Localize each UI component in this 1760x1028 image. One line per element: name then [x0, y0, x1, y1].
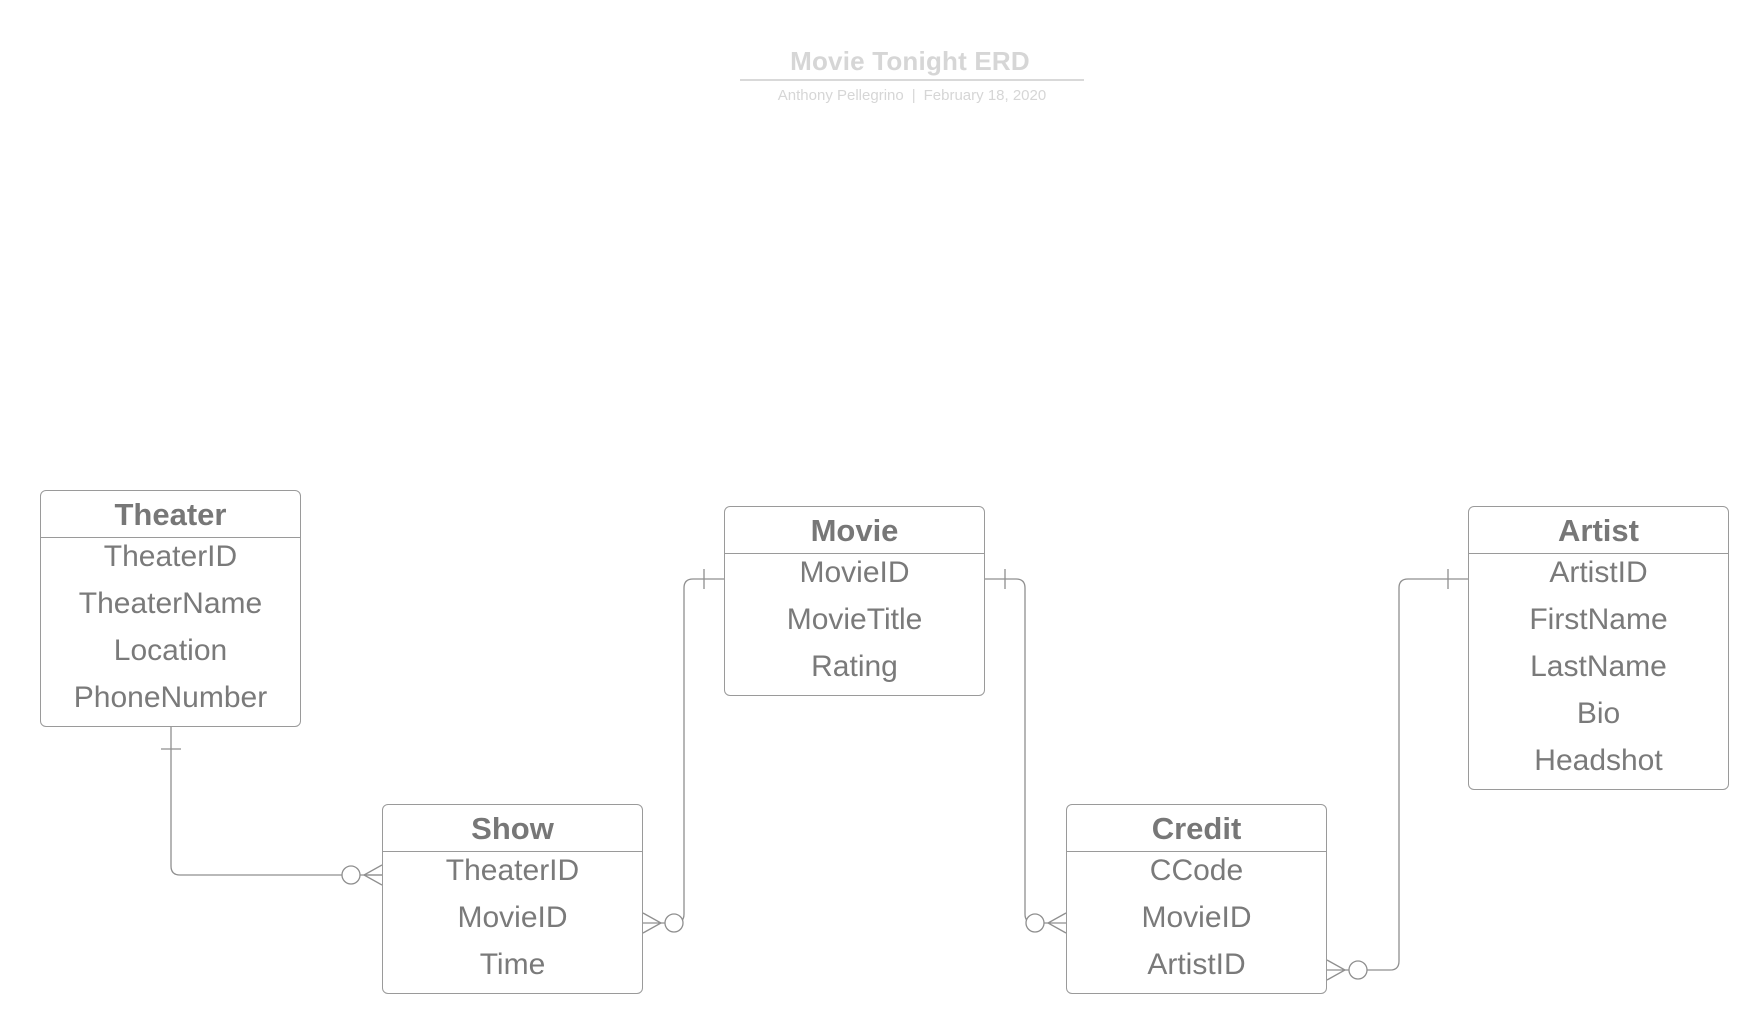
relationship-movie-show	[642, 569, 724, 934]
title-underline	[740, 79, 1084, 81]
attribute-theatername: TheaterName	[78, 587, 263, 620]
entity-movie[interactable]: Movie MovieID MovieTitle Rating	[724, 506, 985, 696]
attribute-rating: Rating	[811, 650, 898, 683]
entity-title: Movie	[725, 507, 984, 554]
entity-theater[interactable]: Theater TheaterID TheaterName Location P…	[40, 490, 301, 727]
diagram-subtitle: Anthony Pellegrino | February 18, 2020	[700, 87, 1124, 104]
attribute-movietitle: MovieTitle	[786, 603, 923, 636]
attribute-movieid: MovieID	[457, 901, 568, 934]
attribute-list: ArtistID FirstName LastName Bio Headshot	[1469, 554, 1728, 789]
relationship-theater-show	[161, 727, 383, 886]
attribute-list: TheaterID TheaterName Location PhoneNumb…	[41, 538, 300, 726]
attribute-list: MovieID MovieTitle Rating	[725, 554, 984, 695]
attribute-firstname: FirstName	[1529, 603, 1668, 636]
attribute-movieid: MovieID	[1141, 901, 1252, 934]
entity-title: Show	[383, 805, 642, 852]
entity-title: Credit	[1067, 805, 1326, 852]
entity-artist[interactable]: Artist ArtistID FirstName LastName Bio H…	[1468, 506, 1729, 790]
attribute-ccode: CCode	[1149, 854, 1244, 887]
attribute-list: CCode MovieID ArtistID	[1067, 852, 1326, 993]
diagram-date: February 18, 2020	[923, 87, 1047, 104]
attribute-lastname: LastName	[1530, 650, 1667, 683]
relationship-movie-credit	[985, 569, 1067, 934]
entity-title: Theater	[41, 491, 300, 538]
diagram-title: Movie Tonight ERD	[790, 46, 1030, 76]
entity-credit[interactable]: Credit CCode MovieID ArtistID	[1066, 804, 1327, 994]
attribute-theaterid: TheaterID	[103, 540, 238, 573]
attribute-location: Location	[113, 634, 228, 667]
attribute-headshot: Headshot	[1534, 744, 1663, 777]
attribute-artistid: ArtistID	[1147, 948, 1246, 981]
author-name: Anthony Pellegrino	[777, 87, 904, 104]
attribute-movieid: MovieID	[799, 556, 910, 589]
relationship-artist-credit	[1326, 569, 1468, 981]
entity-title: Artist	[1469, 507, 1728, 554]
attribute-time: Time	[479, 948, 546, 981]
attribute-theaterid: TheaterID	[445, 854, 580, 887]
attribute-artistid: ArtistID	[1549, 556, 1648, 589]
attribute-bio: Bio	[1576, 697, 1621, 730]
attribute-list: TheaterID MovieID Time	[383, 852, 642, 993]
entity-show[interactable]: Show TheaterID MovieID Time	[382, 804, 643, 994]
attribute-phonenumber: PhoneNumber	[73, 681, 268, 714]
meta-separator: |	[911, 87, 916, 104]
